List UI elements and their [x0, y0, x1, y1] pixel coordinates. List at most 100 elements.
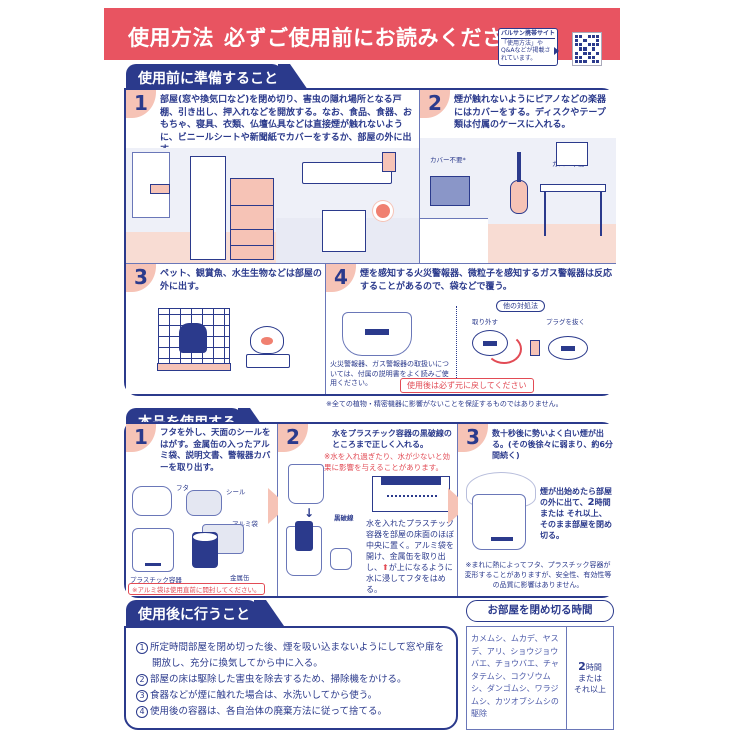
leave-text-part: 煙が出始めたら部屋の外に出て、: [540, 487, 612, 507]
item-number: 4: [136, 706, 148, 718]
step-number: 1: [126, 424, 156, 452]
item-number: 2: [136, 674, 148, 686]
section-title-text: 使用後に行うこと: [138, 607, 250, 623]
desk-illustration: [540, 184, 606, 192]
mobile-site-callout: バルサン携帯サイト 「使用方法」やQ&Aなどが掲載されています。: [498, 28, 559, 66]
metal-can-illustration: [192, 532, 218, 568]
step-2-text-part: が上になるように水に浸してフタをはめる。: [366, 563, 453, 594]
closing-time-table: カメムシ、ムカデ、ヤスデ、アリ、ショウジョウバエ、チョウバエ、チャタテムシ、コク…: [466, 626, 614, 730]
before-step-2: 2 煙が触れないようにピアノなどの楽器にはカバーをする。ディスクやテープ類は付属…: [420, 90, 616, 264]
bed-illustration: [302, 162, 392, 184]
usage-panel: 1 フタを外し、天面のシールをはがす。金属缶の入ったアルミ袋、説明文書、警報器カ…: [124, 422, 616, 598]
item-text: 開放し、充分に換気してから中に入る。: [152, 658, 323, 669]
step-number: 3: [126, 264, 156, 292]
step-2-instructions: 水を入れたプラスチック容器を部屋の床面のほぼ中央に置く。アルミ袋を開け、金属缶を…: [366, 518, 456, 595]
no-cover-label: カバー不要*: [430, 156, 466, 164]
item-text: 所定時間部屋を閉め切った後、煙を吸い込まないようにして窓や扉を: [150, 642, 445, 653]
up-arrow-icon: ⬆: [382, 563, 389, 572]
target-pests-cell: カメムシ、ムカデ、ヤスデ、アリ、ショウジョウバエ、チョウバエ、チャタテムシ、コク…: [467, 627, 567, 729]
step-text: 煙を感知する火災警報器、微粒子を感知するガス警報器は反応することがあるので、袋な…: [360, 269, 613, 292]
lid-small-illustration: [330, 548, 352, 570]
dog-icon: [179, 323, 207, 353]
step-text: ペット、観賞魚、水生生物などは部屋の外に出す。: [160, 269, 322, 292]
room-illustration: [126, 148, 419, 263]
water-warning: ※水を入れ過ぎたり、水が少ないと効果に影響を与えることがあります。: [324, 452, 450, 472]
before-use-footnote: ※全ての植物・精密機器に影響がないことを保証するものではありません。: [326, 400, 563, 408]
hours-more: それ以上: [574, 685, 606, 694]
usage-step-3: 3 数十秒後に勢いよく白い煙が出る。(その後徐々に弱まり、約6分間続く) 煙が出…: [458, 424, 616, 596]
before-step-1: 1 部屋(窓や換気口など)を閉め切り、害虫の隠れ場所となる戸棚、引き出し、押入れ…: [126, 90, 420, 264]
foil-bag-warning: ※アルミ袋は使用直前に開封してください。: [128, 583, 265, 595]
instruction-page: 使用方法必ずご使用前にお読みください バルサン携帯サイト 「使用方法」やQ&Aな…: [104, 8, 620, 732]
seal-illustration: [186, 490, 222, 516]
qr-code-icon[interactable]: [572, 32, 602, 66]
closing-time-title: お部屋を閉め切る時間: [466, 600, 614, 622]
plugged-alarm-illustration: [548, 336, 588, 360]
seal-label: シール: [226, 488, 246, 496]
restore-reminder: 使用後は必ず元に戻してください: [400, 378, 534, 393]
guitar-illustration: [510, 180, 528, 214]
step-number: 2: [420, 90, 450, 118]
before-use-panel: 1 部屋(窓や換気口など)を閉め切り、害虫の隠れ場所となる戸棚、引き出し、押入れ…: [124, 88, 616, 396]
heat-deformation-note: ※まれに熱によってフタ、プラスチック容器が変形することがありますが、安全性、有効…: [464, 561, 612, 589]
leave-room-instructions: 煙が出始めたら部屋の外に出て、2時間または それ以上、そのまま部屋を閉め切る。: [540, 486, 614, 541]
foil-bag-label: アルミ袋: [232, 520, 258, 528]
bagged-alarm-illustration: [342, 312, 412, 356]
lid-label: フタ: [176, 484, 189, 492]
usage-step-1: 1 フタを外し、天面のシールをはがす。金属缶の入ったアルミ袋、説明文書、警報器カ…: [126, 424, 278, 596]
section-title-before-use: 使用前に準備すること: [126, 64, 282, 90]
plastic-container-illustration: [132, 528, 174, 572]
step-text: 数十秒後に勢いよく白い煙が出る。(その後徐々に弱まり、約6分間続く): [492, 429, 613, 460]
mobile-site-heading: バルサン携帯サイト: [501, 30, 556, 39]
refrigerator-illustration: [190, 156, 226, 260]
step-text: フタを外し、天面のシールをはがす。金属缶の入ったアルミ袋、説明文書、警報器カバー…: [160, 428, 271, 473]
remove-label: 取り外す: [472, 318, 498, 326]
down-arrow-icon: ↓: [304, 506, 315, 520]
cake-illustration: [150, 184, 170, 194]
rotate-arrow-icon: [486, 334, 522, 364]
item-text: 使用後の容器は、各自治体の廃棄方法に従って捨てる。: [150, 706, 388, 717]
hours-number: 2: [578, 660, 586, 673]
mobile-site-body: 「使用方法」やQ&Aなどが掲載されています。: [501, 39, 551, 62]
goldfish-icon: [261, 337, 273, 345]
closing-hours-cell: 2時間 または それ以上: [567, 627, 613, 729]
hours-number: 2: [587, 497, 595, 508]
hours-or: または: [578, 674, 602, 683]
title-main: 使用方法: [128, 26, 214, 50]
pour-water-illustration: [288, 464, 324, 504]
outlet-icon: [530, 340, 540, 356]
block-stand-illustration: [246, 354, 290, 368]
smoking-container-illustration: [472, 494, 526, 550]
step-text: 水をプラスチック容器の黒破線のところまで正しく入れる。: [332, 429, 452, 449]
section-title-text: 使用前に準備すること: [138, 71, 278, 87]
laundry-rack-illustration: [322, 210, 366, 252]
item-number: 1: [136, 642, 148, 654]
container-with-can-illustration: [286, 521, 322, 576]
instruments-illustration: カバー不要* カバー不要*: [420, 138, 616, 263]
section-title-after-use: 使用後に行うこと: [126, 600, 258, 626]
drawer-cabinet-illustration: [230, 178, 274, 260]
container-label: プラスチック容器: [130, 576, 182, 584]
step-number: 4: [326, 264, 356, 292]
monitor-illustration: [556, 142, 588, 166]
leave-text-part: 時間または それ以上、そのまま部屋を閉め切る。: [540, 498, 612, 540]
before-step-3: 3 ペット、観賞魚、水生生物などは部屋の外に出す。: [126, 264, 326, 394]
alarm-manual-note: 火災警報器、ガス警報器の取扱いについては、付属の説明書をよく読みご使用ください。: [330, 360, 449, 387]
other-methods-label: 他の対処法: [496, 300, 545, 312]
pet-cage-illustration: [157, 308, 231, 371]
sun-icon: [376, 204, 390, 218]
step-number: 1: [126, 90, 156, 118]
step-number: 2: [278, 424, 308, 452]
page-title: 使用方法必ずご使用前にお読みください: [128, 22, 525, 52]
step-text: 煙が触れないようにピアノなどの楽器にはカバーをする。ディスクやテープ類は付属のケ…: [454, 95, 607, 130]
can-label: 金属缶: [230, 574, 250, 582]
before-step-4: 4 煙を感知する火災警報器、微粒子を感知するガス警報器は反応することがあるので、…: [326, 264, 616, 394]
tv-illustration: [430, 176, 470, 206]
dashed-line-closeup: [372, 476, 450, 512]
step-2-text-part: 水を入れたプラスチック容器を部屋の床面のほぼ中央に置く。アルミ袋を開け、金属缶を…: [366, 519, 454, 572]
